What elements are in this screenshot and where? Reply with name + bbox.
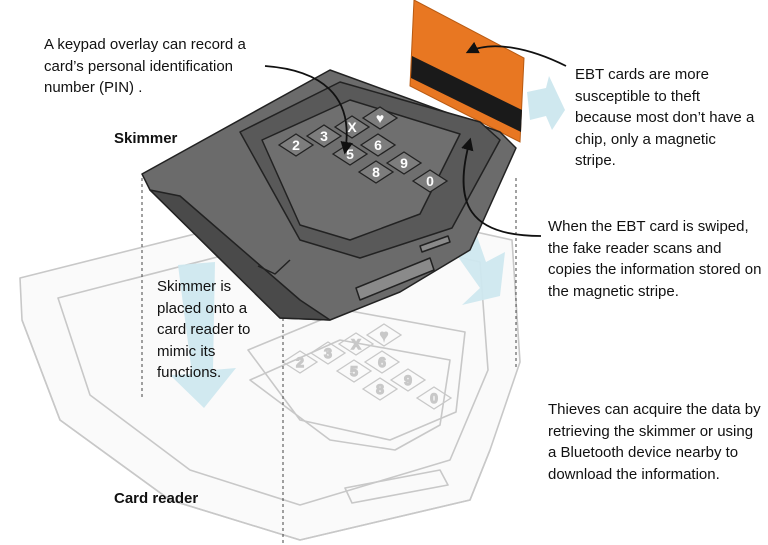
reader-key-label: 0 xyxy=(430,390,438,406)
skimmer-key-label: 9 xyxy=(400,155,408,171)
skimmer-key-label: 8 xyxy=(372,164,380,180)
ebt-card xyxy=(409,0,525,143)
skimmer-key-1 xyxy=(277,133,315,157)
keypad-callout-arrow xyxy=(264,65,353,155)
skimmer-key-2 xyxy=(305,124,343,148)
reader-key-8 xyxy=(389,368,427,392)
reader-key-3 xyxy=(337,332,375,356)
skimmer-key-9 xyxy=(411,169,449,193)
skimmer-label: Skimmer xyxy=(114,130,178,147)
skimmer-key-label: X xyxy=(347,119,357,135)
reader-key-label: 9 xyxy=(404,372,412,388)
ebt-callout-arrow xyxy=(465,41,567,67)
skimmer-key-4 xyxy=(361,106,399,130)
skimmer-key-label: 2 xyxy=(292,137,300,153)
reader-key-label: 2 xyxy=(296,354,304,370)
skimmer-key-label: 3 xyxy=(320,128,328,144)
reader-key-label: 5 xyxy=(350,363,358,379)
reader-key-6 xyxy=(363,350,401,374)
card-reader-keypad: 2 3 X ♥ 5 6 8 9 0 xyxy=(281,323,453,410)
reader-key-2 xyxy=(309,341,347,365)
skimmer-key-6 xyxy=(359,133,397,157)
reader-key-9 xyxy=(415,386,453,410)
reader-key-7 xyxy=(361,377,399,401)
skimmer-key-8 xyxy=(385,151,423,175)
skimmer-key-label: ♥ xyxy=(376,110,384,126)
skimmer-placed-caption: Skimmer is placed onto a card reader to … xyxy=(157,278,251,381)
reader-key-4 xyxy=(365,323,403,347)
guide-lines xyxy=(141,178,517,545)
reader-key-label: ♥ xyxy=(380,327,388,343)
swipe-caption: When the EBT card is swiped, the fake re… xyxy=(548,218,762,300)
skimmer-key-label: 6 xyxy=(374,137,382,153)
swipe-callout-arrow xyxy=(461,137,542,237)
thieves-caption: Thieves can acquire the data by retrievi… xyxy=(548,401,761,483)
keypad-overlay-caption: A keypad overlay can record a card’s per… xyxy=(44,36,246,96)
reader-key-label: X xyxy=(351,336,361,352)
reader-key-label: 6 xyxy=(378,354,386,370)
skimmer-key-label: 0 xyxy=(426,173,434,189)
reader-key-5 xyxy=(335,359,373,383)
skimmer-key-7 xyxy=(357,160,395,184)
reader-key-1 xyxy=(281,350,319,374)
card-swipe-arrow xyxy=(527,76,565,130)
card-reader-label: Card reader xyxy=(114,490,199,507)
reader-key-label: 3 xyxy=(324,345,332,361)
ebt-theft-caption: EBT cards are more susceptible to theft … xyxy=(575,66,755,169)
skimmer-key-label: 5 xyxy=(346,146,354,162)
placement-arrow-left xyxy=(170,262,236,408)
reader-key-label: 8 xyxy=(376,381,384,397)
